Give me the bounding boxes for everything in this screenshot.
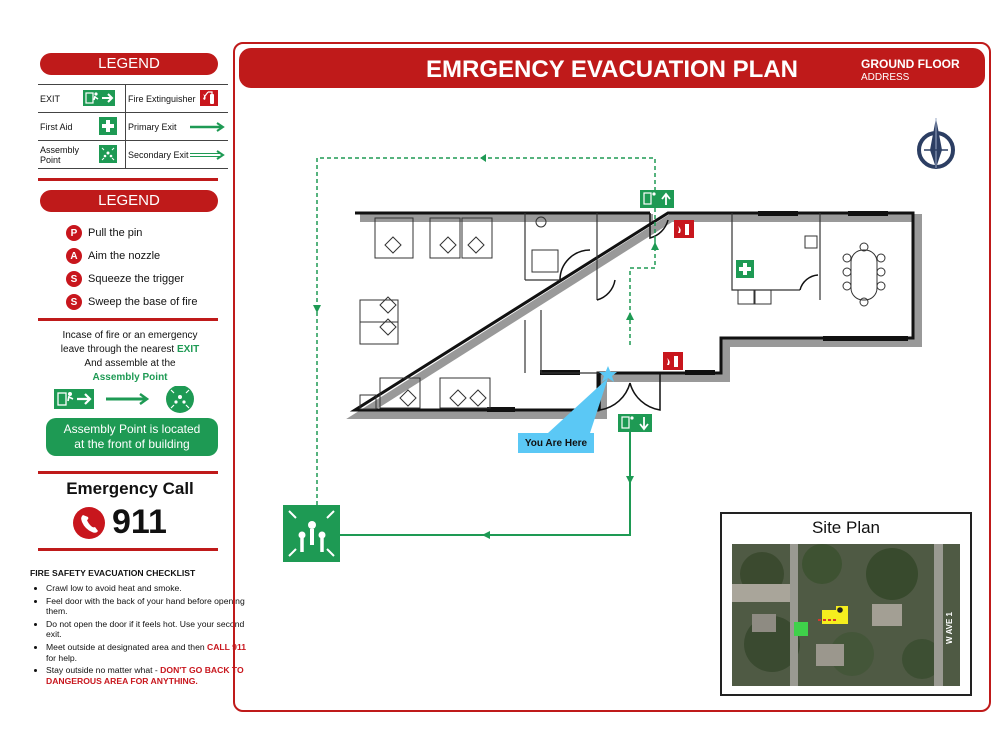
first-aid-icon [736, 260, 754, 278]
pass-item: S Sweep the base of fire [66, 294, 197, 310]
site-plan-map: W AVE 1 [732, 544, 960, 686]
legend-table: EXIT Fire Extinguisher First Aid Primary… [38, 84, 228, 169]
assembly-point-icon [166, 385, 194, 413]
checklist-highlight: CALL 911 [207, 641, 247, 652]
exit-icon [54, 389, 94, 409]
fire-extinguisher-icon [674, 220, 694, 238]
checklist-item: Meet outside at designated area and then… [46, 642, 251, 663]
pass-banner: LEGEND [40, 190, 218, 212]
assembly-note-line: at the front of building [74, 437, 190, 451]
instructions-line: Incase of fire or an emergency [62, 330, 198, 341]
instructions-line: And assemble at the [84, 358, 176, 369]
legend-label: Fire Extinguisher [125, 84, 198, 113]
you-are-here-pointer [548, 378, 608, 433]
pass-item-text: Sweep the base of fire [88, 296, 198, 308]
legend-banner: LEGEND [40, 53, 218, 75]
legend-label: First Aid [38, 112, 82, 141]
exit-to-assembly-row [54, 385, 214, 421]
plan-title: EMRGENCY EVACUATION PLAN [425, 56, 799, 83]
checklist-item: Feel door with the back of your hand bef… [46, 596, 251, 617]
checklist-title: FIRE SAFETY EVACUATION CHECKLIST [30, 568, 196, 578]
you-are-here-star-icon [599, 366, 617, 382]
legend-label: EXIT [38, 84, 82, 113]
legend-row: Assembly Point Secondary Exit [38, 140, 228, 169]
plan-header: EMRGENCY EVACUATION PLAN GROUND FLOOR AD… [239, 48, 985, 88]
primary-exit-route [340, 420, 631, 536]
checklist-text: for help. [46, 652, 78, 663]
legend-label: Assembly Point [38, 140, 82, 169]
pass-item-text: Aim the nozzle [88, 250, 161, 262]
pass-item-text: Squeeze the trigger [88, 273, 185, 285]
assembly-highlight: Assembly Point [92, 372, 168, 383]
emergency-number-row: 911 [72, 503, 167, 542]
exit-highlight: EXIT [176, 344, 200, 355]
assembly-point-icon [81, 140, 126, 169]
checklist-text: Stay outside no matter what - [46, 665, 158, 676]
instructions-line: leave through the nearest EXIT [38, 343, 222, 357]
compass-icon [917, 118, 955, 169]
checklist-text: Feel door with the back of your hand bef… [46, 595, 245, 617]
exit-sign-top [640, 190, 674, 208]
pass-letter-badge: P [66, 225, 82, 241]
address-label: ADDRESS [861, 72, 910, 83]
divider [38, 548, 218, 551]
exit-icon [81, 84, 126, 113]
assembly-note-line: Assembly Point is located [63, 422, 201, 436]
divider [38, 471, 218, 474]
checklist-text: Crawl low to avoid heat and smoke. [46, 583, 182, 593]
pass-letter-badge: S [66, 294, 82, 310]
plan-frame [233, 42, 991, 712]
phone-icon [73, 506, 105, 539]
pass-item: S Squeeze the trigger [66, 271, 184, 287]
fire-extinguisher-icon [663, 352, 683, 370]
primary-exit-arrow-icon [106, 392, 150, 406]
street-label: W AVE 1 [945, 611, 954, 644]
emergency-number: 911 [112, 503, 167, 541]
pass-letter-badge: A [66, 248, 82, 264]
checklist-item: Crawl low to avoid heat and smoke. [46, 583, 251, 594]
assembly-point-icon [283, 505, 340, 562]
pass-item: P Pull the pin [66, 225, 142, 241]
site-plan-box: Site Plan W AVE 1 [720, 512, 972, 696]
secondary-exit-arrow-icon [190, 149, 225, 160]
assembly-note: Assembly Point is located at the front o… [46, 418, 218, 456]
exit-sign-bottom [618, 414, 652, 432]
fire-extinguisher-icon [198, 84, 228, 113]
checklist: Crawl low to avoid heat and smoke. Feel … [30, 583, 251, 688]
legend-row: First Aid Primary Exit [38, 112, 228, 141]
checklist-text: Do not open the door if it feels hot. Us… [46, 618, 245, 640]
pass-item: A Aim the nozzle [66, 248, 160, 264]
you-are-here-label: You Are Here [518, 433, 594, 453]
legend-label: Primary Exit [128, 121, 177, 132]
checklist-text: Meet outside at designated area and then [46, 641, 205, 652]
building-outline [346, 214, 922, 419]
floor-label: GROUND FLOOR [861, 57, 960, 71]
pass-letter-badge: S [66, 271, 82, 287]
checklist-item: Stay outside no matter what - DON'T GO B… [46, 665, 251, 686]
legend-row: EXIT Fire Extinguisher [38, 84, 228, 113]
instructions: Incase of fire or an emergency leave thr… [38, 329, 222, 385]
divider [38, 318, 218, 321]
checklist-highlight: DON'T GO BACK TO DANGEROUS AREA FOR ANYT… [46, 665, 244, 686]
emergency-call-title: Emergency Call [66, 479, 194, 498]
first-aid-icon [81, 112, 126, 141]
building-outline [349, 211, 915, 412]
divider [38, 178, 218, 181]
pass-item-text: Pull the pin [88, 227, 143, 239]
floor-plan [283, 154, 922, 562]
primary-exit-arrow-icon [190, 121, 225, 132]
legend-label: Secondary Exit [128, 149, 189, 160]
checklist-item: Do not open the door if it feels hot. Us… [46, 619, 251, 640]
site-plan-title: Site Plan [811, 518, 881, 537]
instructions-text: leave through the nearest [60, 344, 175, 355]
